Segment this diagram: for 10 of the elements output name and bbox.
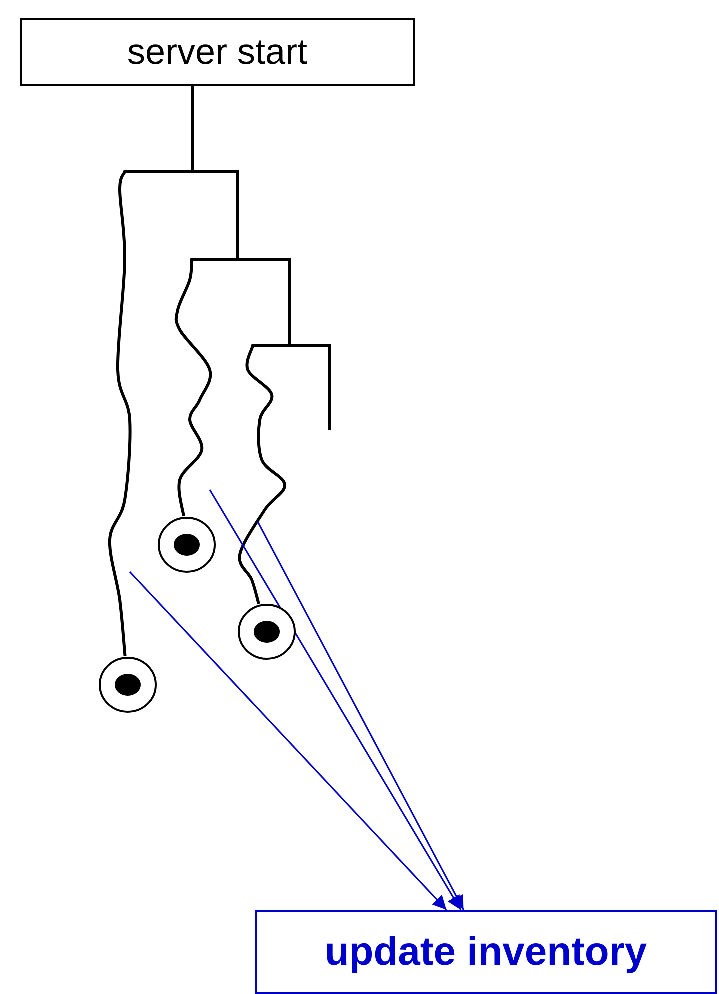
bullseye-icon xyxy=(158,516,216,574)
arrow xyxy=(129,571,448,911)
bullseye-icon xyxy=(238,603,296,661)
arrow xyxy=(209,490,462,910)
box-label: server start xyxy=(127,31,308,73)
process-box xyxy=(20,18,415,86)
box-label: update inventory xyxy=(324,930,648,974)
bullseye-icon xyxy=(99,656,157,714)
arrow xyxy=(257,522,464,910)
process-box xyxy=(255,910,717,994)
